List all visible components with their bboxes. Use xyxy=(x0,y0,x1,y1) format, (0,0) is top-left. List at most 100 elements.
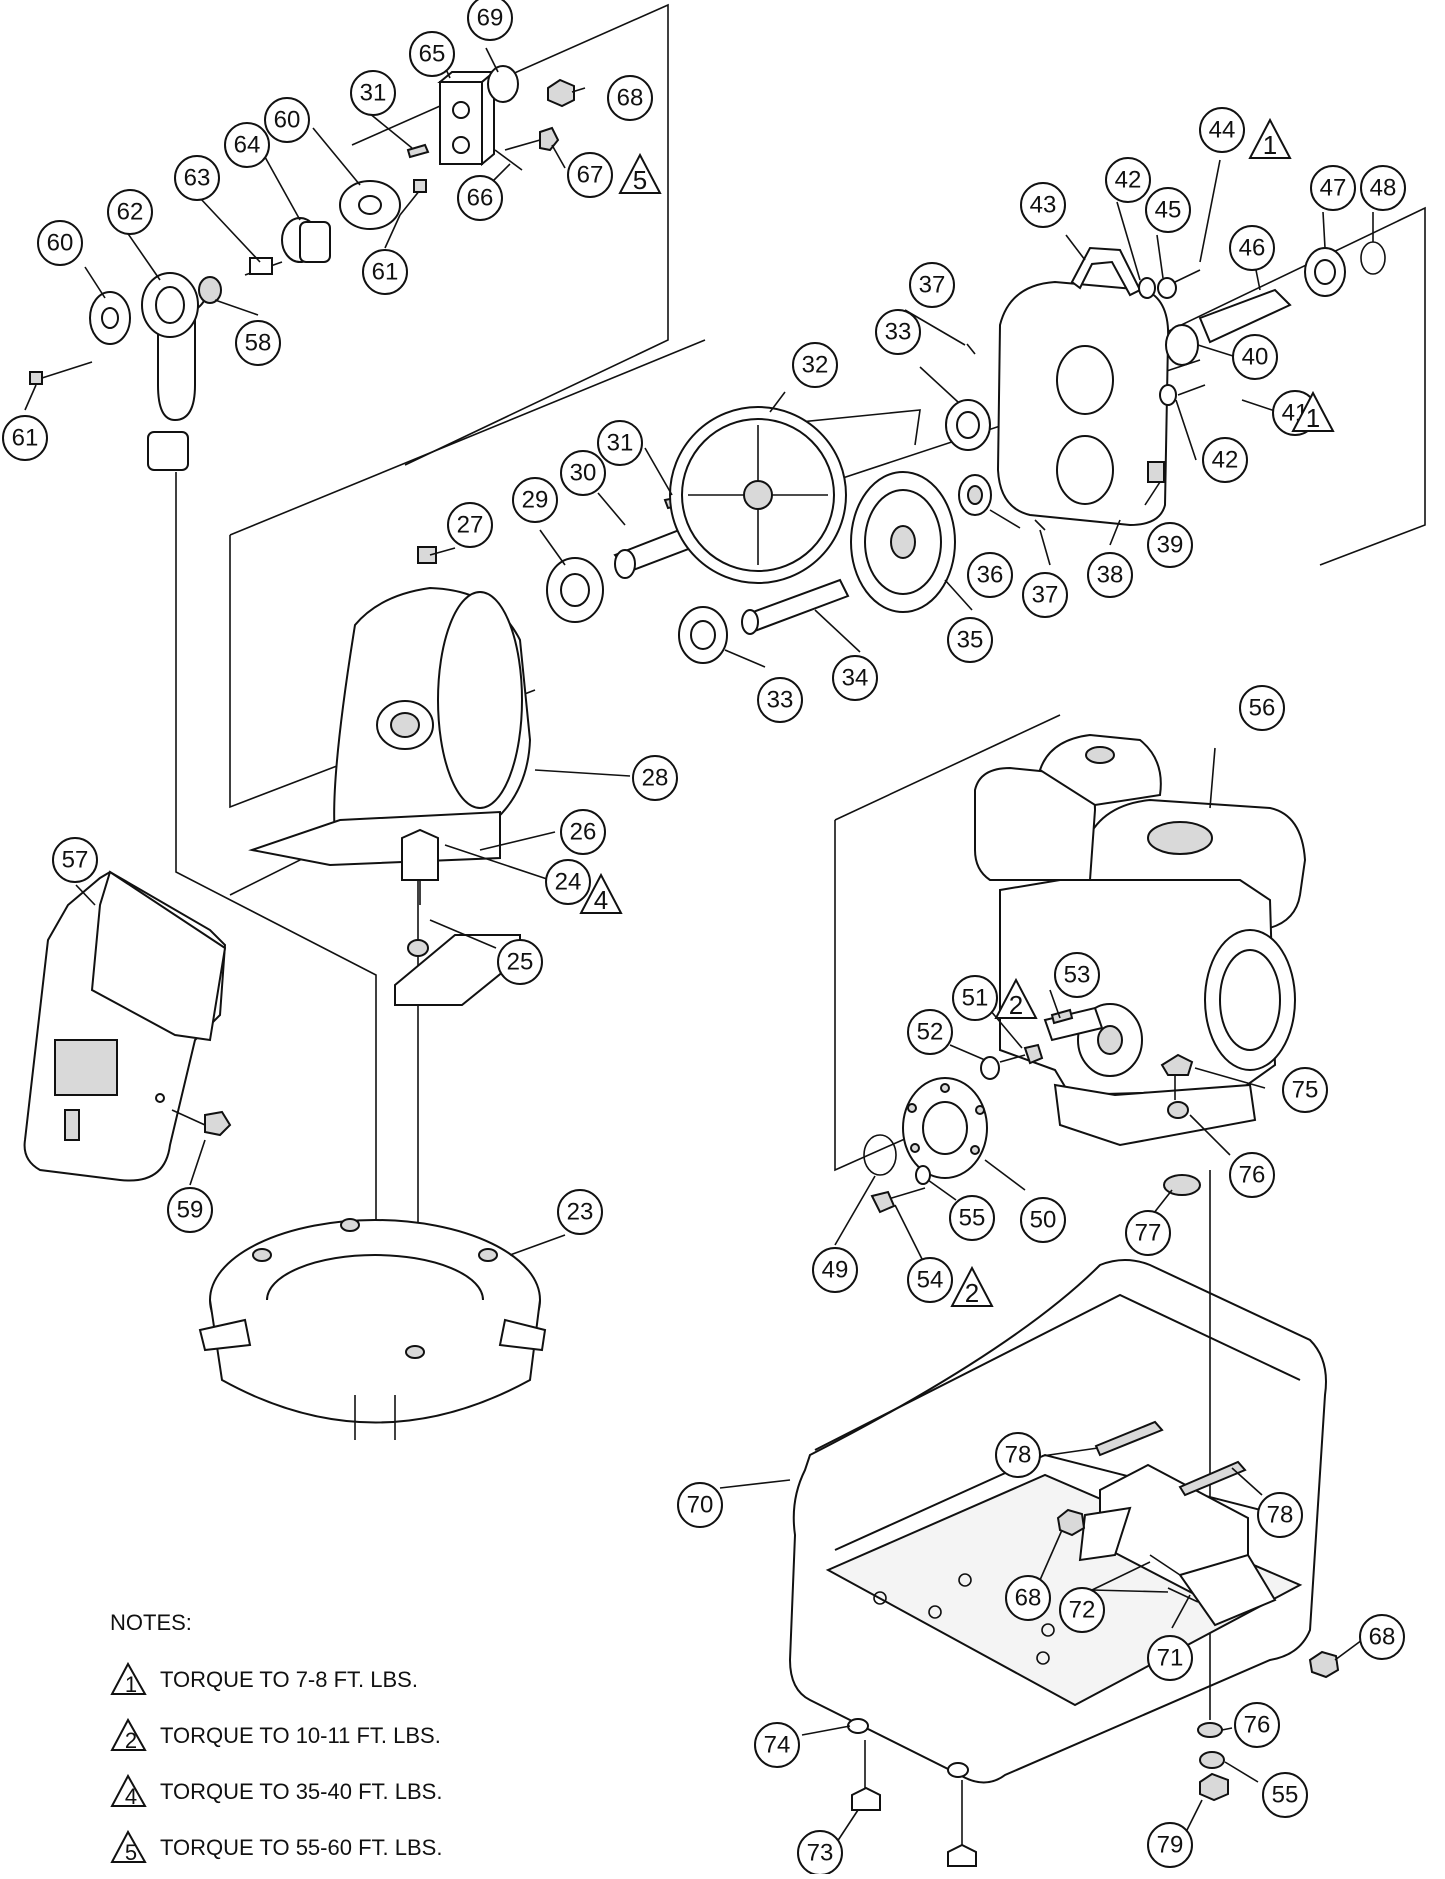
callout-47: 47 xyxy=(1310,165,1356,211)
callout-number: 69 xyxy=(477,5,504,32)
callout-78: 78 xyxy=(995,1432,1041,1478)
callout-circle xyxy=(264,97,310,143)
callout-number: 52 xyxy=(917,1019,944,1046)
torque-flag-1: 1 xyxy=(1248,117,1292,160)
callout-30: 30 xyxy=(560,450,606,496)
callout-42: 42 xyxy=(1202,437,1248,483)
callout-74: 74 xyxy=(754,1722,800,1768)
callout-number: 38 xyxy=(1097,562,1124,589)
note-text-2: TORQUE TO 10-11 FT. LBS. xyxy=(160,1723,441,1748)
handle-assembly xyxy=(29,65,575,471)
torque-flag-number: 4 xyxy=(594,885,608,915)
callout-circle xyxy=(907,1009,953,1055)
callout-number: 57 xyxy=(62,847,89,874)
callout-number: 48 xyxy=(1370,175,1397,202)
callout-circle xyxy=(1054,952,1100,998)
callout-circle xyxy=(167,1187,213,1233)
callout-circle xyxy=(995,1432,1041,1478)
callout-31: 31 xyxy=(597,420,643,466)
callout-number: 65 xyxy=(419,41,446,68)
callout-circle xyxy=(447,502,493,548)
callout-number: 43 xyxy=(1030,192,1057,219)
callout-38: 38 xyxy=(1087,552,1133,598)
callout-62: 62 xyxy=(107,189,153,235)
note-flag-5: 5 xyxy=(125,1840,137,1865)
callout-number: 76 xyxy=(1244,1712,1271,1739)
callout-circle xyxy=(952,975,998,1021)
note-item-4: 4 TORQUE TO 35-40 FT. LBS. xyxy=(110,1773,442,1809)
callout-circle xyxy=(1005,1575,1051,1621)
callout-52: 52 xyxy=(907,1009,953,1055)
torque-flag-number: 5 xyxy=(633,165,647,195)
callout-circle xyxy=(107,189,153,235)
callout-25: 25 xyxy=(497,939,543,985)
callout-number: 26 xyxy=(570,819,597,846)
leader-lines xyxy=(24,44,1374,1849)
callout-number: 68 xyxy=(1369,1624,1396,1651)
note-flag-4: 4 xyxy=(125,1784,137,1809)
callout-number: 59 xyxy=(177,1197,204,1224)
torque-flag-2: 2 xyxy=(994,977,1038,1020)
callout-60: 60 xyxy=(264,97,310,143)
callout-number: 67 xyxy=(577,162,604,189)
callout-circle xyxy=(497,939,543,985)
callout-49: 49 xyxy=(812,1247,858,1293)
callout-34: 34 xyxy=(832,655,878,701)
note-text-5: TORQUE TO 55-60 FT. LBS. xyxy=(160,1835,442,1860)
callout-number: 33 xyxy=(767,687,794,714)
callout-circle xyxy=(1147,522,1193,568)
callout-56: 56 xyxy=(1239,685,1285,731)
callout-circle xyxy=(545,859,591,905)
callout-43: 43 xyxy=(1020,182,1066,228)
callout-67: 67 xyxy=(567,152,613,198)
callout-number: 73 xyxy=(807,1840,834,1867)
callout-number: 56 xyxy=(1249,695,1276,722)
callout-circle xyxy=(557,1189,603,1235)
callout-29: 29 xyxy=(512,477,558,523)
callout-circle xyxy=(1020,182,1066,228)
callout-number: 78 xyxy=(1267,1502,1294,1529)
callout-number: 66 xyxy=(467,185,494,212)
callout-number: 24 xyxy=(555,869,582,896)
callout-37: 37 xyxy=(909,262,955,308)
callout-circle xyxy=(1202,437,1248,483)
callout-number: 28 xyxy=(642,765,669,792)
torque-flag-triangle xyxy=(1291,390,1335,432)
callout-circle xyxy=(1020,1197,1066,1243)
callout-circle xyxy=(1229,225,1275,271)
engine xyxy=(974,733,1307,1147)
torque-flag-5: 5 xyxy=(618,152,662,195)
callout-circle xyxy=(1232,334,1278,380)
callout-circle xyxy=(1239,685,1285,731)
note-item-5: 5 TORQUE TO 55-60 FT. LBS. xyxy=(110,1829,442,1865)
callout-76: 76 xyxy=(1234,1702,1280,1748)
torque-flag-triangle xyxy=(994,977,1038,1019)
callout-37: 37 xyxy=(1022,572,1068,618)
callout-circle xyxy=(1262,1772,1308,1818)
callout-circle xyxy=(37,220,83,266)
callout-number: 32 xyxy=(802,352,829,379)
callout-number: 74 xyxy=(764,1732,791,1759)
callout-circle xyxy=(1147,1822,1193,1868)
callout-circle xyxy=(907,1257,953,1303)
callout-circle xyxy=(792,342,838,388)
callout-number: 49 xyxy=(822,1257,849,1284)
callout-36: 36 xyxy=(967,552,1013,598)
callout-number: 75 xyxy=(1292,1077,1319,1104)
torque-flag-number: 1 xyxy=(1263,130,1277,160)
torque-flag-number: 2 xyxy=(965,1278,979,1308)
callout-number: 61 xyxy=(12,425,39,452)
torque-flag-2: 2 xyxy=(950,1265,994,1308)
callout-number: 79 xyxy=(1157,1832,1184,1859)
callout-number: 63 xyxy=(184,165,211,192)
note-item-2: 2 TORQUE TO 10-11 FT. LBS. xyxy=(110,1717,441,1753)
callout-circle xyxy=(52,837,98,883)
callout-42: 42 xyxy=(1105,157,1151,203)
callout-circle xyxy=(1229,1152,1275,1198)
callout-76: 76 xyxy=(1229,1152,1275,1198)
callout-number: 25 xyxy=(507,949,534,976)
torque-flag-triangle xyxy=(579,872,623,914)
callout-number: 58 xyxy=(245,330,272,357)
